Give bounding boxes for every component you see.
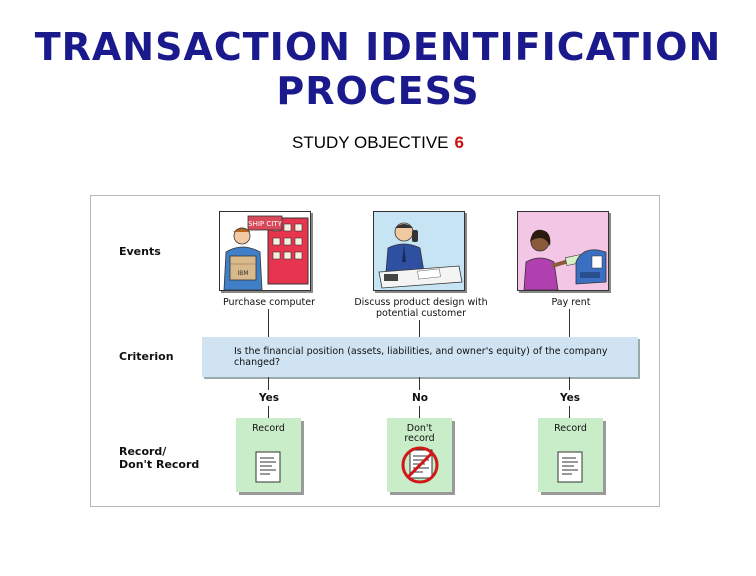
store-sign-text: SHIP CITY — [248, 220, 282, 228]
title-line-2: PROCESS — [276, 69, 480, 113]
pay-rent-picture — [517, 211, 609, 291]
row-label-record-1: Record/ — [119, 445, 167, 458]
criterion-question: Is the financial position (assets, liabi… — [234, 346, 608, 368]
connector-line — [268, 377, 269, 390]
decision-card-dont-record: Don't record — [387, 418, 452, 492]
answer-yes: Yes — [559, 392, 580, 404]
connector-line — [419, 377, 420, 390]
decision-card-record: Record — [538, 418, 603, 492]
event-label-pay-rent: Pay rent — [551, 297, 591, 308]
criterion-box: Is the financial position (assets, liabi… — [202, 337, 638, 377]
document-icon — [557, 451, 583, 483]
connector-line — [419, 406, 420, 418]
study-objective-label: STUDY OBJECTIVE — [292, 133, 449, 152]
document-crossed-out-icon — [401, 446, 439, 484]
connector-line — [419, 320, 420, 337]
title-line-1: TRANSACTION IDENTIFICATION — [34, 25, 722, 69]
event-label-discuss-design: Discuss product design with potential cu… — [354, 297, 488, 319]
connector-line — [569, 377, 570, 390]
row-label-events: Events — [119, 245, 161, 258]
event-label-purchase-computer: Purchase computer — [223, 297, 315, 308]
connector-line — [569, 406, 570, 418]
connector-line — [569, 309, 570, 337]
row-label-record-2: Don't Record — [119, 458, 200, 471]
study-objective: STUDY OBJECTIVE 6 — [0, 133, 756, 153]
document-icon — [255, 451, 281, 483]
purchase-computer-picture: SHIP CITY IBM — [219, 211, 311, 291]
row-label-criterion: Criterion — [119, 350, 174, 363]
answer-no: No — [411, 392, 428, 404]
answer-yes: Yes — [258, 392, 279, 404]
connector-line — [268, 309, 269, 337]
connector-line — [268, 406, 269, 418]
discuss-design-picture — [373, 211, 465, 291]
study-objective-number: 6 — [454, 133, 464, 152]
transaction-diagram: Events Criterion Record/ Don't Record SH… — [90, 195, 660, 507]
decision-card-record: Record — [236, 418, 301, 492]
box-label-text: IBM — [237, 270, 248, 277]
